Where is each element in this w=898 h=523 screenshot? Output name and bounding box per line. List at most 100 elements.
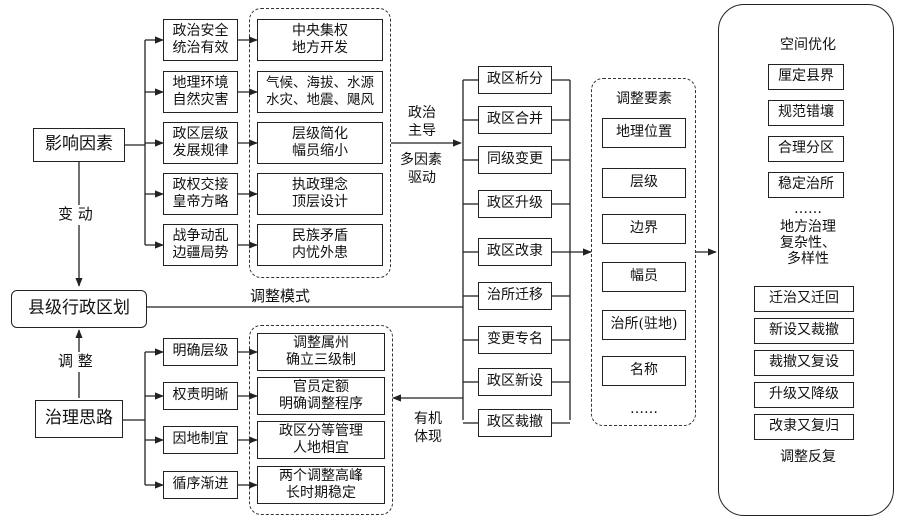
influence-factors-box: 影响因素: [33, 128, 125, 162]
factor-detail-line: 层级简化: [292, 125, 348, 142]
change-type-label: 政区升级: [487, 195, 543, 212]
optimization-item-box: 稳定治所: [768, 172, 844, 198]
county-division-label: 县级行政区划: [28, 298, 130, 319]
local-governance-line: 多样性: [787, 251, 829, 268]
adjust-element-box: 幅员: [602, 262, 686, 292]
adjust-element-box: 地理位置: [602, 118, 686, 148]
flow-label-political: 政治: [408, 105, 436, 121]
factor-detail-line: 水灾、地震、飓风: [266, 92, 374, 108]
factor-line: 政治安全: [172, 22, 229, 39]
optimization-item-label: 合理分区: [778, 140, 834, 157]
idea-detail-line: 明确调整程序: [279, 396, 363, 412]
change-type-label: 政区析分: [487, 71, 543, 88]
local-governance-text: 地方治理 复杂性、 多样性: [763, 219, 853, 267]
factor-line: 战争动乱: [172, 227, 229, 244]
factor-detail-line: 幅员缩小: [292, 143, 348, 159]
idea-box: 明确层级: [163, 338, 238, 366]
adjust-element-box: 层级: [602, 168, 686, 198]
idea-detail-line: 人地相宜: [293, 440, 349, 456]
factor-line: 政权交接: [172, 176, 229, 193]
repetition-item-label: 迁治又迁回: [769, 290, 839, 307]
repetition-item-label: 升级又降级: [769, 386, 839, 403]
adjust-mode-label: 调整模式: [250, 287, 311, 305]
idea-details-group: [249, 325, 393, 515]
factor-detail-box: 中央集权地方开发: [257, 19, 383, 61]
optimization-ellipsis: ……: [794, 201, 822, 217]
factor-line: 皇帝方略: [172, 194, 229, 210]
optimization-item-box: 厘定县界: [768, 64, 844, 90]
change-type-label: 治所迁移: [487, 287, 543, 304]
factor-detail-line: 执政理念: [292, 176, 348, 193]
idea-detail-line: 长时期稳定: [286, 485, 356, 501]
repetition-item-label: 裁撤又复设: [769, 354, 839, 371]
adjust-element-label: 名称: [630, 362, 658, 379]
factor-line: 政区层级: [172, 125, 229, 142]
idea-box: 循序渐进: [163, 471, 238, 499]
space-optimization-title: 空间优化: [780, 37, 836, 53]
factor-detail-box: 民族矛盾内忧外患: [257, 224, 383, 266]
adjust-element-label: 层级: [630, 174, 658, 191]
idea-label: 明确层级: [172, 343, 229, 360]
local-governance-line: 复杂性、: [780, 235, 836, 252]
change-type-label: 政区改隶: [487, 243, 543, 260]
change-type-label: 同级变更: [487, 151, 543, 168]
change-type-box: 治所迁移: [478, 282, 552, 310]
adjust-repetition-title: 调整反复: [780, 449, 836, 465]
factor-box: 政权交接皇帝方略: [163, 173, 238, 215]
factor-detail-line: 顶层设计: [292, 194, 348, 210]
repetition-item-label: 新设又裁撤: [769, 322, 839, 339]
local-governance-line: 地方治理: [780, 219, 836, 235]
factor-detail-box: 气候、海拔、水源水灾、地震、飓风: [257, 71, 383, 113]
adjust-label: 调 整: [58, 352, 93, 372]
adjust-elements-title: 调整要素: [616, 91, 672, 107]
change-type-box: 同级变更: [478, 146, 552, 174]
adjust-element-label: 治所(驻地): [610, 316, 678, 333]
factor-box: 地理环境自然灾害: [163, 71, 238, 113]
idea-detail-line: 政区分等管理: [279, 422, 363, 439]
change-type-label: 政区合并: [487, 111, 543, 128]
flow-label-driven: 驱动: [408, 170, 436, 186]
factor-box: 战争动乱边疆局势: [163, 224, 238, 266]
factor-line: 自然灾害: [172, 92, 229, 108]
change-type-box: 政区升级: [478, 190, 552, 218]
change-type-box: 政区新设: [478, 368, 552, 396]
idea-label: 循序渐进: [172, 476, 229, 493]
idea-detail-line: 调整属州: [293, 334, 349, 351]
adjust-element-box: 名称: [602, 356, 686, 386]
factor-line: 地理环境: [172, 74, 229, 91]
factor-detail-line: 内忧外患: [292, 245, 348, 261]
factor-detail-line: 地方开发: [292, 40, 348, 56]
repetition-item-box: 裁撤又复设: [754, 350, 854, 376]
influence-factors-label: 影响因素: [45, 134, 113, 155]
idea-detail-line: 两个调整高峰: [279, 467, 363, 484]
repetition-item-label: 改隶又复归: [769, 418, 839, 435]
change-label: 变 动: [58, 205, 93, 225]
factor-detail-box: 执政理念顶层设计: [257, 173, 383, 215]
flow-label-multifactor: 多因素: [400, 152, 442, 168]
optimization-item-label: 厘定县界: [778, 68, 834, 85]
factor-detail-line: 中央集权: [292, 22, 348, 39]
idea-detail-box: 两个调整高峰长时期稳定: [257, 466, 385, 504]
idea-label: 权责明晰: [172, 387, 229, 404]
adjust-elements-ellipsis: ……: [630, 401, 658, 417]
adjust-element-label: 边界: [630, 220, 658, 237]
optimization-item-label: 稳定治所: [778, 176, 834, 193]
flow-label-dominant: 主导: [408, 123, 436, 139]
change-type-box: 政区裁撤: [478, 409, 552, 437]
adjust-element-label: 幅员: [630, 268, 658, 285]
factor-detail-line: 民族矛盾: [292, 227, 348, 244]
change-type-box: 政区改隶: [478, 238, 552, 266]
factor-box: 政治安全统治有效: [163, 19, 238, 61]
repetition-item-box: 升级又降级: [754, 382, 854, 408]
idea-label: 因地制宜: [172, 431, 229, 448]
adjust-element-label: 地理位置: [616, 124, 672, 141]
factor-details-group: [249, 8, 391, 278]
idea-detail-line: 确立三级制: [286, 352, 356, 368]
adjust-elements-group: [591, 78, 696, 426]
flow-label-embodied: 体现: [414, 429, 442, 445]
governance-ideas-box: 治理思路: [35, 400, 123, 438]
county-division-box: 县级行政区划: [11, 290, 147, 328]
factor-line: 统治有效: [172, 40, 229, 56]
idea-detail-box: 官员定额明确调整程序: [257, 377, 385, 415]
